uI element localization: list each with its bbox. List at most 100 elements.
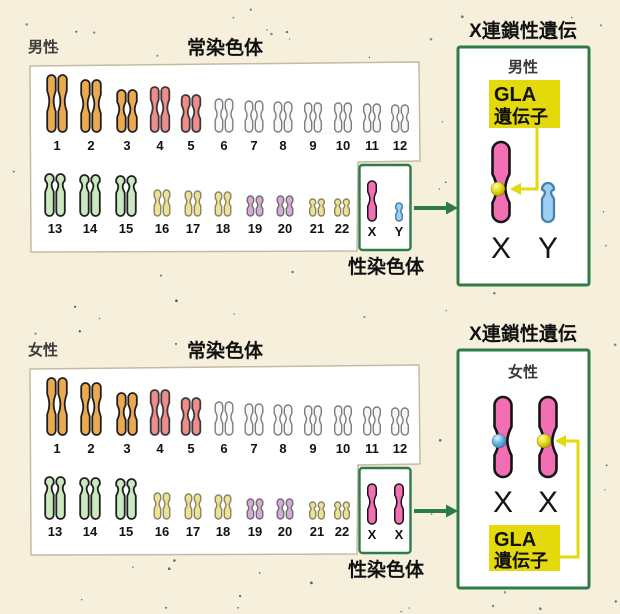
male-x-chromosome-label: X <box>491 232 511 265</box>
male-sex-chromosome-label: Y <box>395 224 404 239</box>
chromatid <box>44 476 55 520</box>
chromatid <box>246 195 255 217</box>
chromosome-number-label: 1 <box>53 138 60 153</box>
female-gene-pointer-arrow <box>555 435 580 559</box>
chromatid <box>214 98 224 133</box>
chromosome-number-label: 10 <box>336 138 350 153</box>
chromosome-22 <box>334 501 350 520</box>
chromosome-number-label: 4 <box>156 138 164 153</box>
chromatid <box>285 195 294 217</box>
chromatid <box>193 493 202 520</box>
chromatid <box>342 198 350 217</box>
chromatid <box>246 498 255 520</box>
chromatid <box>254 100 264 133</box>
speckle-dot <box>156 54 159 57</box>
chromosome-number-label: 8 <box>279 138 286 153</box>
chromatid <box>79 477 90 520</box>
speckle-dot <box>492 604 495 607</box>
chromosome-8 <box>273 404 293 436</box>
sex-chromosome-x <box>367 483 377 525</box>
chromosome-number-label: 13 <box>48 221 62 236</box>
speckle-dot <box>445 181 447 184</box>
chromosome-number-label: 7 <box>250 441 257 456</box>
chromosome-number-label: 6 <box>220 441 227 456</box>
chromosome-20 <box>276 195 294 217</box>
speckle-dot <box>34 332 37 335</box>
chromosome-number-label: 11 <box>365 138 379 153</box>
chromosome-9 <box>304 405 322 436</box>
chromosome-17 <box>184 493 202 520</box>
chromosome-1 <box>46 74 68 133</box>
chromosome-12 <box>391 407 409 436</box>
chromatid <box>363 103 372 133</box>
sex-chromosome-x <box>394 483 404 525</box>
chromosome-16 <box>153 492 171 520</box>
chromatid <box>372 103 381 133</box>
chromatid <box>334 198 342 217</box>
speckle-dot <box>408 607 410 609</box>
male-person-label: 男性 <box>28 38 58 56</box>
speckle-dot <box>98 317 101 320</box>
chromatid <box>115 478 126 520</box>
chromosome-number-label: 18 <box>216 524 230 539</box>
speckle-dot <box>368 56 371 59</box>
chromatid <box>116 89 127 133</box>
speckle-dot <box>429 37 433 41</box>
chromosome-19 <box>246 498 264 520</box>
chromatid <box>184 493 193 520</box>
chromosome-21 <box>309 501 325 520</box>
speckle-dot <box>438 188 441 190</box>
chromosome-number-label: 21 <box>310 524 324 539</box>
chromosome-number-label: 17 <box>186 221 200 236</box>
chromosome-number-label: 2 <box>87 138 94 153</box>
chromatid <box>223 191 232 217</box>
male-gene-label-line2: 遺伝子 <box>494 106 548 127</box>
chromatid <box>214 401 224 436</box>
chromosome-5 <box>180 94 202 133</box>
chromosome-number-label: 3 <box>123 138 130 153</box>
chromatid <box>115 175 126 217</box>
chromatid <box>214 191 223 217</box>
chromosome-22 <box>334 198 350 217</box>
speckle-dot <box>159 274 163 277</box>
chromatid <box>309 198 317 217</box>
chromosome-number-label: 13 <box>48 524 62 539</box>
chromatid <box>80 382 91 436</box>
chromatid <box>304 102 313 133</box>
male-gene-label-box <box>489 80 560 128</box>
gene-marker-dot <box>490 181 506 197</box>
speckle-dot <box>291 270 294 274</box>
speckle-dot <box>173 559 176 562</box>
chromosome-number-label: 20 <box>278 221 292 236</box>
chromosome-18 <box>214 494 232 520</box>
chromatid <box>191 397 202 436</box>
speckle-dot <box>266 29 268 31</box>
chromatid <box>214 494 223 520</box>
chromosome-number-label: 12 <box>393 138 407 153</box>
chromatid <box>149 86 160 133</box>
chromatid <box>116 392 127 436</box>
chromatid <box>283 404 293 436</box>
speckle-dot <box>74 305 77 308</box>
chromatid <box>363 406 372 436</box>
chromosome-number-label: 19 <box>248 221 262 236</box>
chromosome-9 <box>304 102 322 133</box>
chromosome-number-label: 2 <box>87 441 94 456</box>
chromatid <box>391 104 400 133</box>
chromatid <box>304 405 313 436</box>
chromatid <box>317 198 325 217</box>
chromosome-3 <box>116 89 138 133</box>
speckle-dot <box>232 16 235 19</box>
chromosome-number-label: 22 <box>335 524 349 539</box>
chromatid <box>126 175 137 217</box>
female-sex-chromosome-title: 性染色体 <box>348 558 425 581</box>
chromatid <box>313 102 322 133</box>
chromosome-number-label: 16 <box>155 221 169 236</box>
speckle-dot <box>249 8 252 11</box>
speckle-dot <box>132 566 134 568</box>
speckle-dot <box>539 607 542 610</box>
speckle-dot <box>493 292 496 295</box>
speckle-dot <box>602 211 605 213</box>
